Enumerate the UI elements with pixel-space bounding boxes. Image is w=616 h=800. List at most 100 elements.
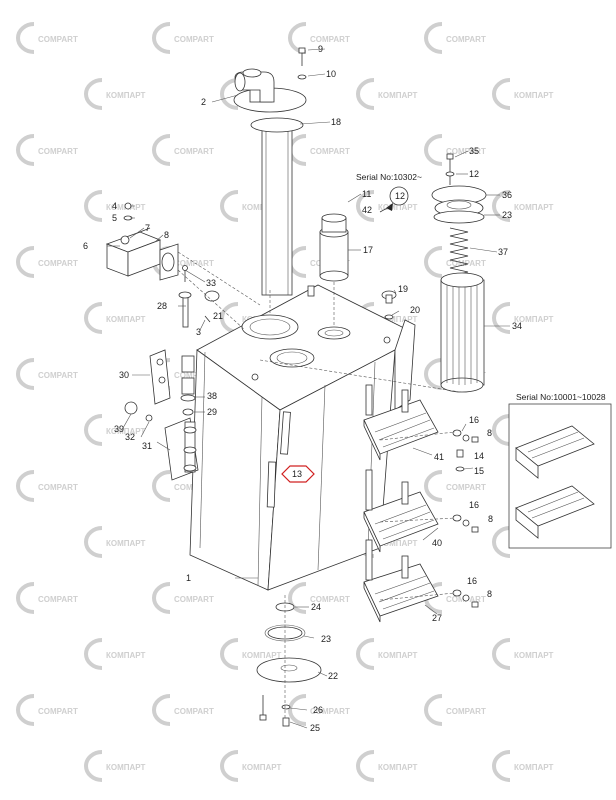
callout-32[interactable]: 32 xyxy=(125,432,136,442)
callout-1[interactable]: 1 xyxy=(186,573,192,583)
plug-19[interactable] xyxy=(381,290,397,320)
bottom-cover-assembly[interactable] xyxy=(256,602,322,727)
callout-30[interactable]: 30 xyxy=(119,370,130,380)
callout-19[interactable]: 19 xyxy=(398,284,409,294)
air-breather-17[interactable] xyxy=(317,213,351,340)
svg-text:COMPART: COMPART xyxy=(38,483,78,492)
bolt-9[interactable] xyxy=(297,47,307,80)
callout-40[interactable]: 40 xyxy=(432,538,443,548)
callout-28[interactable]: 28 xyxy=(157,301,168,311)
callout-26[interactable]: 26 xyxy=(313,705,324,715)
reference-circle-12[interactable] xyxy=(379,186,409,213)
svg-text:COMPART: COMPART xyxy=(446,35,486,44)
callout-25[interactable]: 25 xyxy=(310,723,321,733)
callout-16-upper[interactable]: 16 xyxy=(469,415,480,425)
watermark-logo: COMPART xyxy=(16,694,78,726)
hinge-31[interactable] xyxy=(164,417,199,481)
svg-text:COMPART: COMPART xyxy=(310,595,350,604)
watermark-logo: COMPART xyxy=(424,134,486,166)
callout-36[interactable]: 36 xyxy=(502,190,513,200)
svg-text:COMPART: COMPART xyxy=(174,371,214,380)
callout-14[interactable]: 14 xyxy=(474,451,485,461)
inset-step-upper[interactable] xyxy=(515,425,595,479)
callout-16-lower[interactable]: 16 xyxy=(467,576,478,586)
callout-10[interactable]: 10 xyxy=(326,69,337,79)
callout-15[interactable]: 15 xyxy=(474,466,485,476)
callout-38[interactable]: 38 xyxy=(207,391,218,401)
step-40[interactable] xyxy=(363,469,439,553)
leader-lines xyxy=(107,48,510,729)
callout-17[interactable]: 17 xyxy=(363,245,374,255)
watermark-logo: COMPART xyxy=(16,582,78,614)
callout-24[interactable]: 24 xyxy=(311,602,322,612)
callout-8-gauge[interactable]: 8 xyxy=(164,230,170,240)
callout-37[interactable]: 37 xyxy=(498,247,509,257)
callout-27[interactable]: 27 xyxy=(432,613,443,623)
svg-text:КОМПАРТ: КОМПАРТ xyxy=(106,763,146,772)
svg-text:COMPART: COMPART xyxy=(446,483,486,492)
callout-3[interactable]: 3 xyxy=(196,327,202,337)
callout-35[interactable]: 35 xyxy=(469,146,480,156)
hydraulic-tank[interactable] xyxy=(189,284,416,591)
callout-42[interactable]: 42 xyxy=(362,205,373,215)
callout-8-lower[interactable]: 8 xyxy=(487,589,493,599)
svg-text:КОМПАРТ: КОМПАРТ xyxy=(378,91,418,100)
callout-20[interactable]: 20 xyxy=(410,305,421,315)
spring-37[interactable] xyxy=(449,227,469,277)
callout-5[interactable]: 5 xyxy=(112,213,118,223)
svg-text:КОМПАРТ: КОМПАРТ xyxy=(378,203,418,212)
callout-16-middle[interactable]: 16 xyxy=(469,500,480,510)
callout-4[interactable]: 4 xyxy=(112,201,118,211)
o-ring-21[interactable] xyxy=(204,290,220,302)
watermark-logo: КОМПАРТ xyxy=(492,750,554,782)
step-41[interactable] xyxy=(363,384,439,461)
pin-28[interactable] xyxy=(178,265,192,328)
suction-pipe-assembly[interactable] xyxy=(233,68,307,296)
svg-text:КОМПАРТ: КОМПАРТ xyxy=(106,539,146,548)
callout-12-circle[interactable]: 12 xyxy=(395,191,406,201)
washer-39[interactable] xyxy=(124,401,138,415)
callout-2[interactable]: 2 xyxy=(201,97,207,107)
callout-9[interactable]: 9 xyxy=(318,44,324,54)
callout-18[interactable]: 18 xyxy=(331,117,342,127)
serial-label-upper: Serial No:10302~ xyxy=(356,172,422,182)
callout-31[interactable]: 31 xyxy=(142,441,153,451)
svg-text:КОМПАРТ: КОМПАРТ xyxy=(378,763,418,772)
callout-34[interactable]: 34 xyxy=(512,321,523,331)
callout-8-middle[interactable]: 8 xyxy=(488,514,494,524)
level-gauge-block-6[interactable] xyxy=(105,202,179,281)
return-filter-34[interactable] xyxy=(440,272,485,393)
svg-text:COMPART: COMPART xyxy=(310,707,350,716)
washer-32[interactable] xyxy=(145,414,153,422)
callout-12-cover[interactable]: 12 xyxy=(469,169,480,179)
hinge-bracket-30[interactable] xyxy=(149,349,196,416)
callout-41[interactable]: 41 xyxy=(434,452,445,462)
callout-22[interactable]: 22 xyxy=(328,671,339,681)
callout-33[interactable]: 33 xyxy=(206,278,217,288)
callout-7[interactable]: 7 xyxy=(145,223,151,233)
watermark-logo: КОМПАРТ xyxy=(84,526,146,558)
svg-text:COMPART: COMPART xyxy=(174,147,214,156)
callout-8-upper[interactable]: 8 xyxy=(487,428,493,438)
callout-39[interactable]: 39 xyxy=(114,424,125,434)
svg-text:КОМПАРТ: КОМПАРТ xyxy=(514,651,554,660)
callout-23-top[interactable]: 23 xyxy=(502,210,513,220)
callout-11[interactable]: 11 xyxy=(362,189,372,199)
callout-13[interactable]: 13 xyxy=(292,469,303,479)
callout-29[interactable]: 29 xyxy=(207,407,218,417)
step-27[interactable] xyxy=(363,539,439,623)
callout-6[interactable]: 6 xyxy=(83,241,89,251)
watermark-logo: COMPART xyxy=(16,134,78,166)
svg-text:COMPART: COMPART xyxy=(38,707,78,716)
svg-text:COMPART: COMPART xyxy=(310,147,350,156)
watermark-logo: COMPART xyxy=(424,22,486,54)
callout-21[interactable]: 21 xyxy=(213,311,224,321)
callout-23-bottom[interactable]: 23 xyxy=(321,634,332,644)
filter-cover-assembly[interactable] xyxy=(431,153,487,224)
highlight-hexagon-13[interactable] xyxy=(281,465,315,483)
bolt-3[interactable] xyxy=(204,315,211,323)
inset-step-lower[interactable] xyxy=(515,485,595,539)
bolt-group-16-8[interactable] xyxy=(452,429,479,608)
watermark-logo: КОМПАРТ xyxy=(84,414,146,446)
watermark-logo: КОМПАРТ xyxy=(84,750,146,782)
